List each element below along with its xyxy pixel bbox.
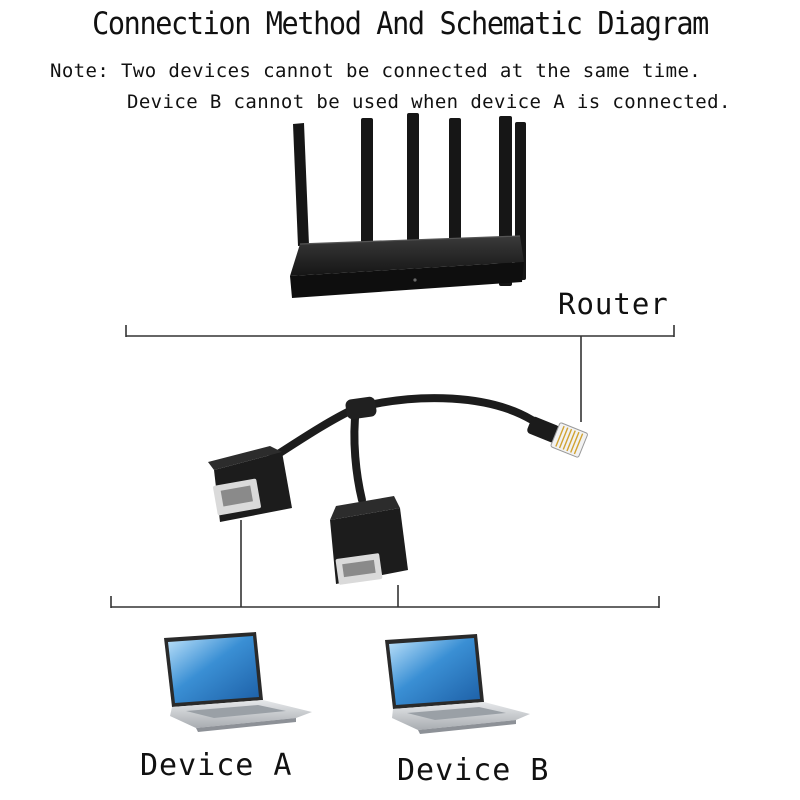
- note-line-1: Note: Two devices cannot be connected at…: [50, 60, 702, 82]
- laptop-icon: [164, 632, 312, 732]
- router-label: Router: [558, 287, 669, 321]
- note-line-2: Device B cannot be used when device A is…: [127, 91, 731, 113]
- router-icon: [290, 113, 526, 298]
- device-a-label: Device A: [140, 748, 293, 783]
- connection-lines: [110, 325, 675, 608]
- device-b-label: Device B: [397, 753, 550, 788]
- diagram-title: Connection Method And Schematic Diagram: [92, 6, 709, 42]
- rj45-splitter-cable-icon: [208, 394, 588, 585]
- laptop-icon: [385, 634, 530, 734]
